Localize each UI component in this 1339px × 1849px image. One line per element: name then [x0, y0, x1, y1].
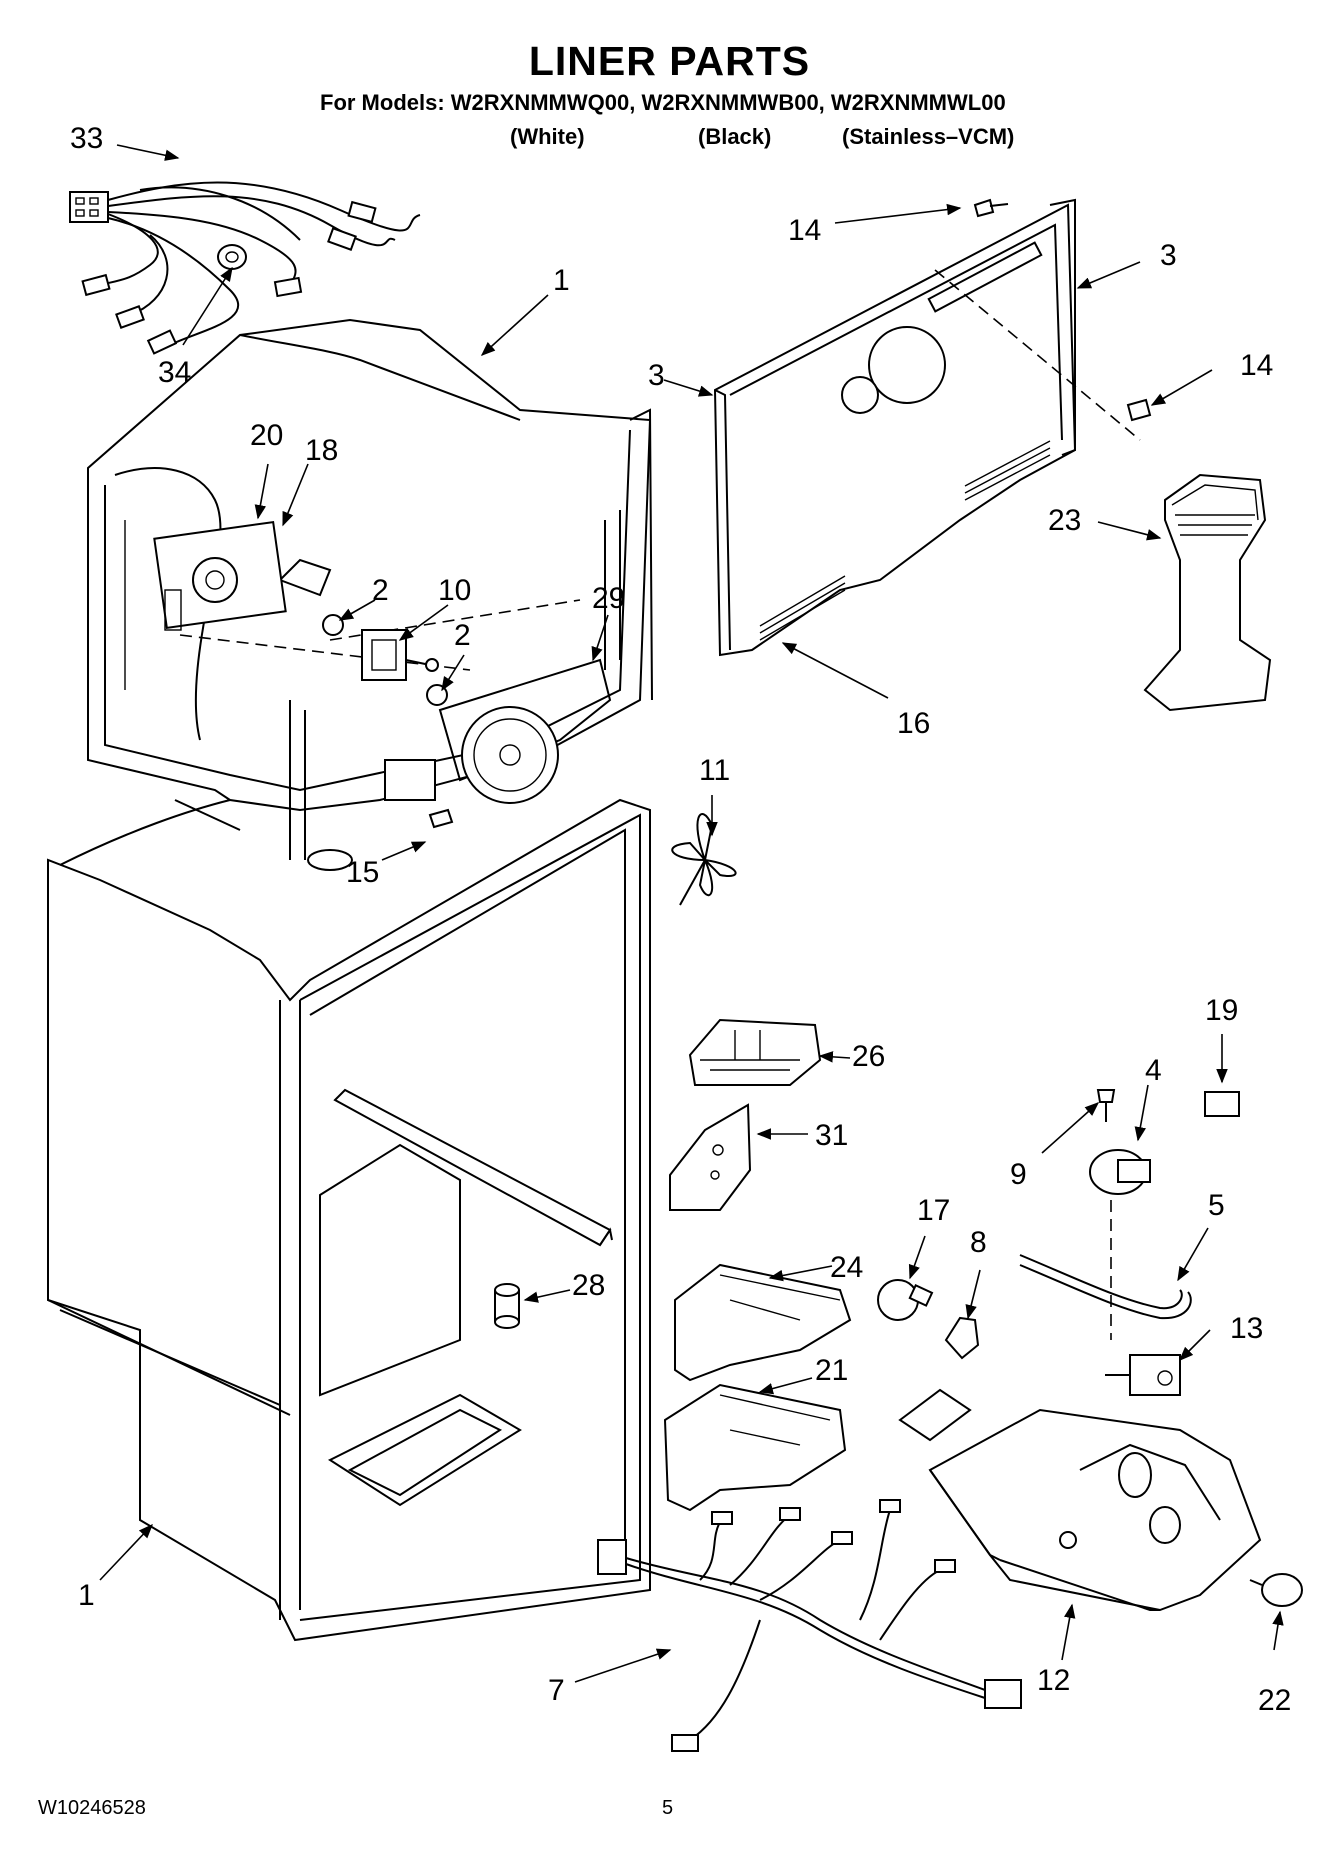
callout-5: 5: [1208, 1189, 1225, 1222]
leader-arrows: [99, 144, 1284, 1683]
wire-harness-lower: [597, 1499, 1022, 1752]
document-number: W10246528: [38, 1797, 146, 1819]
models-line: For Models: W2RXNMMWQ00, W2RXNMMWB00, W2…: [320, 90, 1006, 115]
fan-blade: [671, 812, 737, 906]
callout-19: 19: [1205, 994, 1238, 1027]
callout-16: 16: [897, 707, 930, 740]
light-bracket-26: [688, 1018, 822, 1086]
wire-harness-upper: [69, 181, 421, 355]
callout-3-left: 3: [648, 359, 665, 392]
callout-14-top: 14: [788, 214, 821, 247]
callout-18: 18: [305, 434, 338, 467]
callout-34: 34: [158, 356, 191, 389]
callout-15: 15: [346, 856, 379, 889]
callout-14-right: 14: [1240, 349, 1273, 382]
refrigerator-liner: [47, 798, 651, 1642]
light-bulb: [877, 1279, 934, 1321]
screw-15: [428, 808, 454, 829]
callout-13: 13: [1230, 1312, 1263, 1345]
callout-3-right: 3: [1160, 239, 1177, 272]
callout-26: 26: [852, 1040, 885, 1073]
callout-17: 17: [917, 1194, 950, 1227]
plate-31: [669, 1103, 752, 1211]
callout-21: 21: [815, 1354, 848, 1387]
callout-11: 11: [699, 754, 730, 787]
callout-10: 10: [438, 574, 471, 607]
knob-22: [1249, 1573, 1303, 1607]
damper-bracket: [153, 520, 287, 631]
callout-28: 28: [572, 1269, 605, 1302]
control-13: [1105, 1354, 1181, 1396]
cover-21: [663, 1383, 847, 1512]
page-number: 5: [662, 1797, 674, 1819]
light-socket: [944, 1316, 980, 1360]
callout-2-left: 2: [372, 574, 389, 607]
fan-housing: [384, 658, 612, 804]
callout-33: 33: [70, 122, 103, 155]
thermostat-housing-4: [1089, 1149, 1151, 1195]
callout-23: 23: [1048, 504, 1081, 537]
callout-22: 22: [1258, 1684, 1291, 1717]
nut-2a: [322, 614, 344, 636]
callout-9: 9: [1010, 1158, 1027, 1191]
callout-4: 4: [1145, 1054, 1162, 1087]
thermostat-control: [361, 629, 439, 681]
clip-19: [1204, 1091, 1240, 1117]
page-title: LINER PARTS: [528, 38, 811, 84]
callout-8: 8: [970, 1226, 987, 1259]
screw-9: [1096, 1089, 1116, 1122]
callout-31: 31: [815, 1119, 848, 1152]
callout-29: 29: [592, 582, 625, 615]
bracket-23: [1143, 473, 1272, 712]
variant-black: (Black): [698, 124, 772, 149]
callout-labels: 33 34 1 14 3 3 14 20 18 2 10 2 29 23 16 …: [70, 122, 1291, 1717]
control-housing-12: [898, 1388, 1262, 1612]
plug-28: [494, 1283, 520, 1329]
tube-5: [1019, 1254, 1183, 1310]
callout-2-right: 2: [454, 619, 471, 652]
callout-7: 7: [548, 1674, 565, 1707]
callout-20: 20: [250, 419, 283, 452]
cover-24: [674, 1263, 852, 1382]
variant-stainless: (Stainless–VCM): [842, 124, 1015, 149]
callout-24: 24: [830, 1251, 863, 1284]
callout-12: 12: [1037, 1664, 1070, 1697]
screw-14a: [973, 198, 1009, 218]
variant-white: (White): [510, 124, 585, 149]
screw-14b: [1126, 398, 1152, 422]
evaporator-cover: [713, 198, 1141, 657]
callout-1-refrigerator: 1: [78, 1579, 95, 1612]
callout-1-freezer: 1: [553, 264, 570, 297]
